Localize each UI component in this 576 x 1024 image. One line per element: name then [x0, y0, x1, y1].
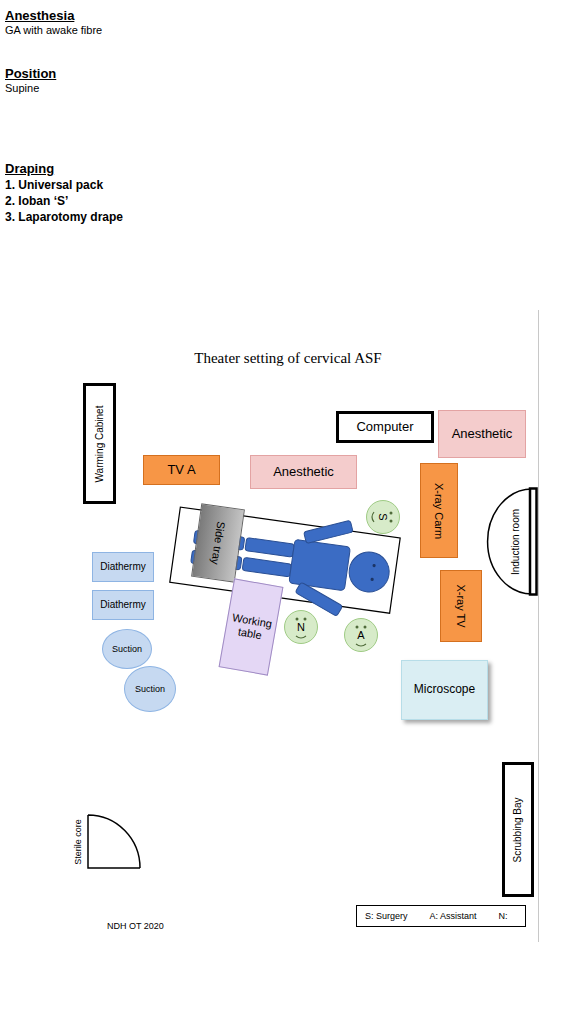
key-text: A: Assistant	[430, 911, 477, 921]
eye	[364, 626, 367, 629]
anesthetic-machine: Anesthetic	[250, 455, 357, 489]
box-text: Scrubbing Bay	[512, 797, 524, 862]
box-text: X-ray TV	[455, 584, 468, 627]
box-text: Suction	[112, 644, 142, 654]
door-swing	[488, 489, 532, 594]
staff-face: S	[366, 500, 400, 534]
box-text: Warming Cabinet	[94, 405, 106, 482]
door-frame	[530, 489, 537, 595]
eye	[370, 578, 374, 582]
key-box: S: Surgery A: Assistant N:	[356, 905, 526, 927]
list-item: 3. Laparotomy drape	[5, 210, 123, 224]
cabinet-box: Warming Cabinet	[83, 383, 116, 504]
eye	[390, 512, 393, 515]
box-text: TV A	[167, 463, 195, 478]
suction-unit: Suction	[124, 666, 176, 712]
section-heading: Anesthesia	[5, 8, 74, 23]
diathermy-unit: Diathermy	[92, 590, 154, 620]
staff-face: A	[344, 618, 378, 652]
eye	[356, 626, 359, 629]
c-arm-box: X-ray Carm	[420, 463, 458, 558]
working-table: Working table	[219, 578, 284, 675]
anesthetic-machine: Anesthetic	[438, 410, 526, 458]
box-text: Diathermy	[100, 599, 146, 611]
patient-figure	[186, 499, 396, 623]
box-text: Anesthetic	[452, 427, 513, 442]
box-text: Diathermy	[100, 561, 146, 573]
box-text: S	[377, 513, 390, 520]
eye	[372, 564, 376, 568]
note-text: GA with awake fibre	[5, 24, 102, 36]
microscope-box: Microscope	[401, 660, 488, 720]
upper-leg	[242, 557, 291, 577]
box-text: N	[297, 621, 305, 634]
box-text: Side tray	[209, 521, 228, 566]
diathermy-unit: Diathermy	[92, 552, 154, 582]
eye	[304, 618, 307, 621]
door-swing	[88, 815, 140, 868]
eye	[296, 618, 299, 621]
note-text: Supine	[5, 82, 39, 94]
equipment-box: Computer	[336, 411, 434, 443]
smile	[296, 636, 306, 638]
monitor-box: TV A	[143, 455, 220, 485]
diagram-title: Theater setting of cervical ASF	[0, 350, 576, 367]
scrub-bay: Scrubbing Bay	[502, 762, 534, 897]
page-border	[538, 310, 539, 942]
section-heading: Position	[5, 66, 56, 81]
door-room: Induction room	[486, 487, 538, 596]
box-text: Working table	[228, 611, 274, 643]
suction-unit: Suction	[102, 629, 152, 669]
list-item: 1. Universal pack	[5, 178, 103, 192]
footer-note: NDH OT 2020	[107, 921, 164, 931]
operating-table	[168, 497, 401, 624]
upper-leg	[245, 538, 294, 558]
section-heading: Draping	[5, 161, 54, 176]
arm	[304, 520, 353, 543]
box-text: A	[357, 629, 364, 642]
box-text: Microscope	[414, 683, 475, 697]
box-text: Anesthetic	[273, 465, 334, 480]
door-sterile-core: Sterile core	[72, 812, 143, 872]
eye	[390, 520, 393, 523]
smile	[356, 644, 366, 646]
staff-face: N	[284, 610, 318, 644]
smile	[372, 512, 374, 522]
box-text: Computer	[356, 420, 413, 435]
key-text: S: Surgery	[365, 911, 408, 921]
box-text: X-ray Carm	[433, 482, 446, 538]
box-text: Induction room	[510, 508, 522, 574]
x-ray-monitor: X-ray TV	[440, 570, 482, 642]
box-text: Suction	[135, 684, 165, 694]
list-item: 2. Ioban ‘S’	[5, 194, 68, 208]
key-text: N:	[499, 911, 508, 921]
head	[347, 549, 392, 594]
box-text: Sterile core	[73, 819, 83, 865]
torso	[289, 539, 351, 590]
